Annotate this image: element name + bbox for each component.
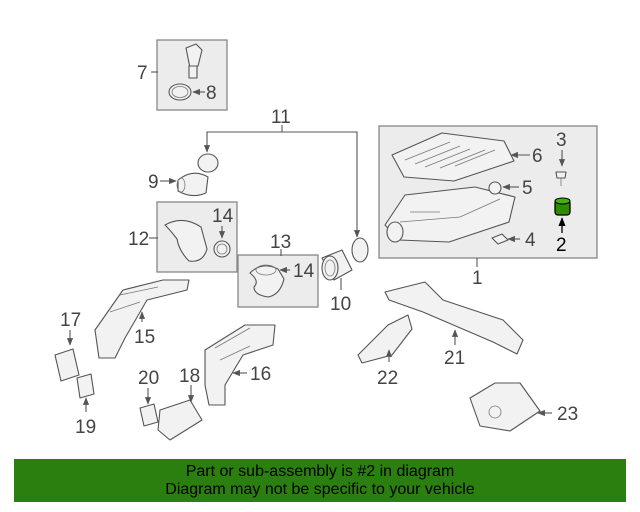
callout-23: 23 — [557, 404, 578, 425]
callout-5: 5 — [522, 178, 533, 199]
callout-8: 8 — [206, 83, 217, 104]
callout-4: 4 — [525, 230, 536, 251]
callout-15: 15 — [134, 327, 155, 348]
callout-22: 22 — [377, 368, 398, 389]
callout-10: 10 — [330, 294, 351, 315]
sensor-group-frame — [156, 39, 228, 111]
air-duct-16 — [139, 324, 276, 441]
callout-9: 9 — [148, 172, 159, 193]
filter-element-2 — [554, 197, 571, 216]
callout-14-lower: 14 — [293, 261, 315, 282]
callout-12: 12 — [128, 229, 149, 250]
callout-19: 19 — [75, 417, 96, 438]
callout-1: 1 — [472, 268, 483, 289]
callout-21: 21 — [444, 348, 465, 369]
callout-20: 20 — [138, 368, 159, 389]
air-cleaner-frame-1 — [378, 125, 598, 259]
callout-17: 17 — [60, 310, 81, 331]
callout-11: 11 — [271, 107, 291, 128]
notice-banner: Part or sub-assembly is #2 in diagram Di… — [14, 459, 626, 502]
hose-bracket-11 — [203, 125, 361, 238]
support-bracket-21 — [357, 281, 541, 432]
throttle-boot-10 — [321, 237, 369, 281]
air-duct-15 — [54, 279, 190, 399]
callout-2: 2 — [556, 235, 567, 256]
callout-13: 13 — [270, 232, 291, 253]
duct-group-frame-13 — [237, 254, 319, 308]
callout-14-upper: 14 — [212, 206, 234, 227]
callout-3: 3 — [556, 130, 567, 151]
callout-16: 16 — [250, 364, 271, 385]
callout-18: 18 — [179, 366, 200, 387]
notice-line-2: Diagram may not be specific to your vehi… — [165, 480, 475, 498]
callout-7: 7 — [137, 63, 148, 84]
notice-line-1: Part or sub-assembly is #2 in diagram — [185, 462, 455, 480]
intake-hose-9 — [176, 153, 219, 197]
callout-6: 6 — [532, 146, 543, 167]
